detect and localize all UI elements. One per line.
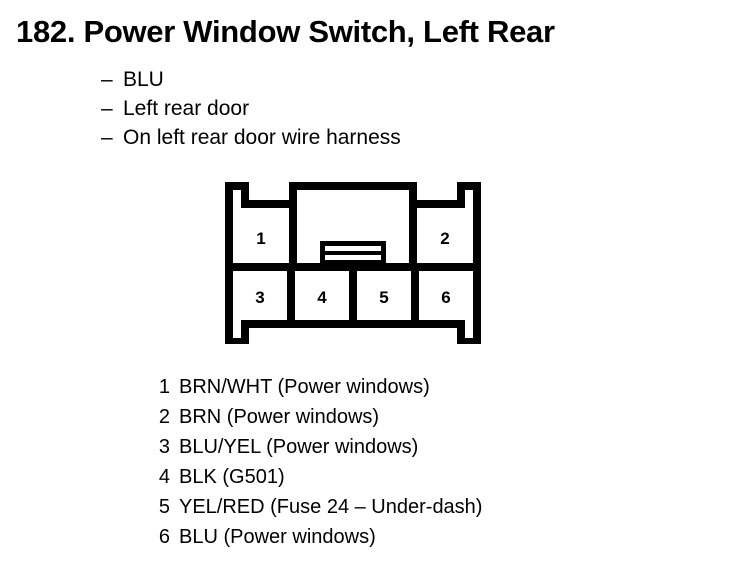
- dash-marker-icon: –: [101, 126, 113, 149]
- connector-cell-label-4: 4: [317, 288, 327, 307]
- connector-cell-label-1: 1: [256, 229, 265, 248]
- pin-number: 5: [158, 496, 170, 518]
- connector-cell-label-6: 6: [441, 288, 450, 307]
- dash-marker-icon: –: [101, 97, 113, 120]
- attribute-text: On left rear door wire harness: [123, 126, 401, 149]
- attribute-text: Left rear door: [123, 97, 250, 120]
- pin-legend-row: 6 BLU (Power windows): [157, 522, 482, 552]
- pin-number: 1: [158, 376, 170, 398]
- connector-cell-label-5: 5: [379, 288, 388, 307]
- pin-description: BLU (Power windows): [179, 526, 376, 548]
- center-latch-tab-icon: [320, 241, 386, 267]
- pin-legend-list: 1 BRN/WHT (Power windows) 2 BRN (Power w…: [157, 372, 483, 552]
- pin-number: 6: [158, 526, 170, 548]
- pin-description: BRN (Power windows): [179, 406, 380, 428]
- pin-number: 2: [158, 406, 170, 428]
- pin-number: 4: [158, 466, 170, 488]
- pin-legend-row: 4 BLK (G501): [157, 462, 482, 492]
- attribute-list: – BLU – Left rear door – On left rear do…: [101, 65, 401, 152]
- pin-legend-row: 1 BRN/WHT (Power windows): [157, 372, 482, 402]
- connector-diagram: 1 2 3 4 5 6: [224, 182, 482, 344]
- connector-cell-label-2: 2: [440, 229, 449, 248]
- pin-description: YEL/RED (Fuse 24 – Under-dash): [179, 496, 483, 518]
- connector-outline: [225, 182, 481, 344]
- page-title: 182. Power Window Switch, Left Rear: [16, 14, 555, 49]
- attribute-item: – Left rear door: [101, 94, 401, 123]
- attribute-text: BLU: [123, 68, 164, 91]
- pin-description: BLU/YEL (Power windows): [179, 436, 419, 458]
- pin-legend-row: 3 BLU/YEL (Power windows): [157, 432, 482, 462]
- pin-legend-row: 5 YEL/RED (Fuse 24 – Under-dash): [157, 492, 483, 522]
- pin-number: 3: [158, 436, 170, 458]
- pin-description: BRN/WHT (Power windows): [179, 376, 430, 398]
- connector-cell-label-3: 3: [255, 288, 264, 307]
- dash-marker-icon: –: [101, 68, 113, 91]
- attribute-item: – On left rear door wire harness: [101, 123, 401, 152]
- pin-legend-row: 2 BRN (Power windows): [157, 402, 482, 432]
- pin-description: BLK (G501): [179, 466, 285, 488]
- attribute-item: – BLU: [101, 65, 401, 94]
